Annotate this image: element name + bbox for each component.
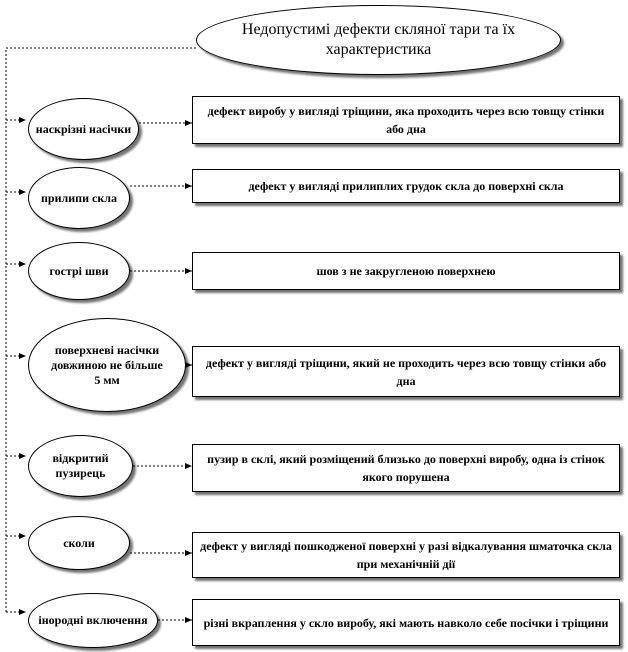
category-ellipse: прилипи скла bbox=[28, 167, 130, 229]
category-ellipse: сколи bbox=[28, 516, 130, 570]
category-ellipse: інородні включення bbox=[28, 593, 158, 648]
description-box: дефект виробу у вигляді тріщини, яка про… bbox=[192, 96, 620, 144]
description-box: пузир в склі, який розміщений близько до… bbox=[192, 444, 620, 492]
category-ellipse: поверхневі насічки довжиною не більше 5 … bbox=[28, 318, 186, 412]
description-box: шов з не закругленою поверхнею bbox=[192, 252, 620, 290]
category-ellipse: наскрізні насічки bbox=[28, 98, 139, 160]
category-ellipse: гострі шви bbox=[28, 242, 130, 300]
description-box: дефект у вигляді прилиплих грудок скла д… bbox=[192, 169, 620, 203]
description-box: дефект у вигляді пошкодженої поверхні у … bbox=[192, 532, 620, 578]
diagram-title: Недопустимі дефекти скляної тари та їх х… bbox=[196, 5, 561, 75]
description-box: різні вкраплення у скло виробу, які мают… bbox=[192, 599, 620, 646]
description-box: дефект у вигляді тріщини, який не проход… bbox=[192, 346, 620, 397]
trunk-line bbox=[5, 47, 196, 612]
category-ellipse: відкритий пузирець bbox=[28, 435, 133, 497]
